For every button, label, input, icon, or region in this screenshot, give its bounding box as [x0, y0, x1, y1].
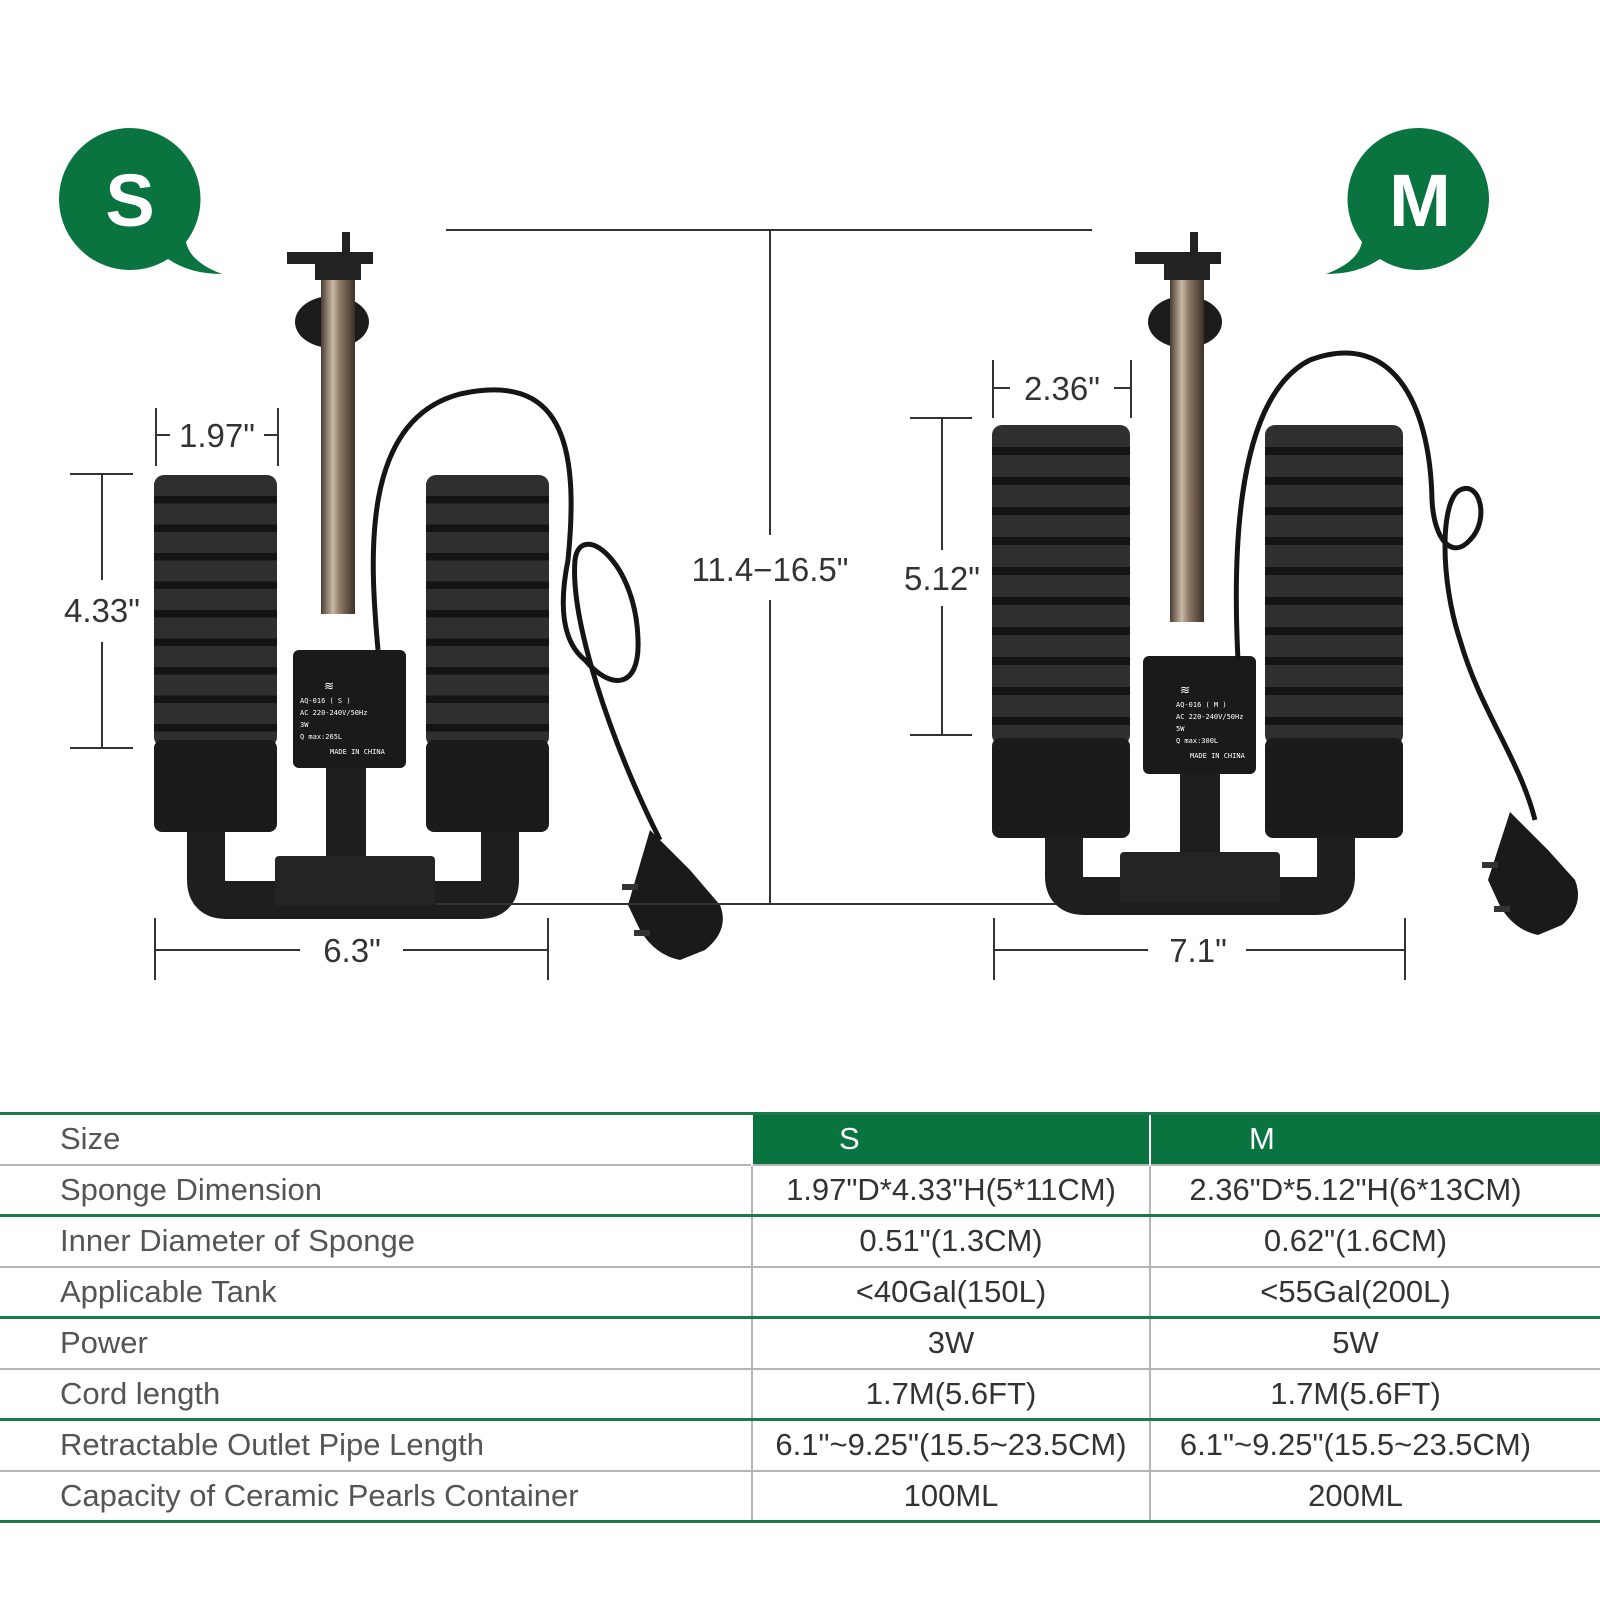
table-row: Inner Diameter of Sponge 0.51"(1.3CM) 0.… [0, 1215, 1600, 1267]
pump-qmax: Q max:265L [300, 733, 342, 741]
header-m: M [1149, 1113, 1600, 1165]
pump-model: AQ-016 ( M ) [1176, 701, 1227, 709]
row-m-value: <55Gal(200L) [1149, 1266, 1600, 1318]
sponge-base-left [992, 738, 1130, 838]
model-s-filter: ≋ AQ-016 ( S ) AC 220-240V/50Hz 3W Q max… [154, 232, 723, 960]
m-sponge-diameter-dimension [992, 360, 1132, 418]
sponge-right [426, 475, 549, 747]
pump-model: AQ-016 ( S ) [300, 697, 351, 705]
clip-bracket [1135, 252, 1221, 264]
row-label: Capacity of Ceramic Pearls Container [60, 1477, 579, 1513]
pump-logo-icon: ≋ [1180, 683, 1190, 697]
header-size: Size [60, 1121, 121, 1157]
sponge-base-right [426, 740, 549, 832]
spec-table: Size S M Sponge Dimension 1.97"D*4.33"H(… [0, 1112, 1600, 1523]
row-s-value: 0.51"(1.3CM) [751, 1215, 1150, 1267]
s-sponge-diameter-dimension [155, 408, 279, 466]
table-row: Cord length 1.7M(5.6FT) 1.7M(5.6FT) [0, 1368, 1600, 1420]
power-cord [370, 387, 663, 842]
row-m-value: 2.36"D*5.12"H(6*13CM) [1149, 1164, 1600, 1216]
row-s-value: 100ML [751, 1470, 1150, 1522]
power-cord [1233, 350, 1538, 821]
pump-label: ≋ AQ-016 ( M ) AC 220-240V/50Hz 5W Q max… [1176, 683, 1246, 760]
row-m-value: 1.7M(5.6FT) [1149, 1368, 1600, 1420]
s-width-label: 6.3" [323, 932, 381, 969]
sponge-left [154, 475, 277, 747]
table-row: Applicable Tank <40Gal(150L) <55Gal(200L… [0, 1266, 1600, 1318]
m-width-label: 7.1" [1169, 932, 1227, 969]
table-row: Power 3W 5W [0, 1317, 1600, 1369]
row-label: Inner Diameter of Sponge [60, 1223, 415, 1259]
table-row: Retractable Outlet Pipe Length 6.1"~9.25… [0, 1419, 1600, 1471]
pump-body [1143, 656, 1256, 774]
row-m-value: 200ML [1149, 1470, 1600, 1522]
model-m-filter: ≋ AQ-016 ( M ) AC 220-240V/50Hz 5W Q max… [992, 232, 1579, 935]
table-row: Capacity of Ceramic Pearls Container 100… [0, 1470, 1600, 1522]
pump-origin: MADE IN CHINA [330, 748, 386, 756]
outlet-tube [1170, 262, 1204, 622]
m-width-dimension [993, 918, 1406, 980]
plug-icon [622, 830, 723, 960]
row-s-value: <40Gal(150L) [751, 1266, 1150, 1318]
sponge-base-right [1265, 738, 1403, 838]
header-s: S [751, 1113, 1150, 1165]
s-sponge-height-dimension [70, 473, 133, 749]
pump-voltage: AC 220-240V/50Hz [1176, 713, 1243, 721]
m-sponge-height-dimension [910, 417, 972, 736]
sponge-left [992, 425, 1130, 745]
pump-power: 3W [300, 721, 309, 729]
model-s-letter: S [105, 159, 154, 242]
row-m-value: 5W [1149, 1317, 1600, 1369]
sponge-base-left [154, 740, 277, 832]
speech-bubble-icon [59, 128, 223, 274]
row-label: Retractable Outlet Pipe Length [60, 1427, 484, 1463]
pump-qmax: Q max:300L [1176, 737, 1218, 745]
pump-origin: MADE IN CHINA [1190, 752, 1246, 760]
model-m-badge: M [1326, 128, 1489, 274]
pump-body [293, 650, 406, 768]
row-label: Applicable Tank [60, 1273, 277, 1309]
pump-label: ≋ AQ-016 ( S ) AC 220-240V/50Hz 3W Q max… [300, 679, 386, 756]
sponge-right [1265, 425, 1403, 745]
row-m-value: 0.62"(1.6CM) [1149, 1215, 1600, 1267]
pump-logo-icon: ≋ [324, 679, 334, 693]
speech-bubble-icon [1326, 128, 1489, 274]
total-height-dimension [436, 229, 1102, 905]
table-header-row: Size S M [0, 1113, 1600, 1165]
row-s-value: 1.7M(5.6FT) [751, 1368, 1150, 1420]
s-sponge-diameter-label: 1.97" [179, 417, 255, 454]
s-width-dimension [154, 918, 549, 980]
row-s-value: 1.97"D*4.33"H(5*11CM) [751, 1164, 1150, 1216]
m-sponge-height-label: 5.12" [904, 560, 980, 597]
model-m-letter: M [1389, 159, 1451, 242]
pump-power: 5W [1176, 725, 1185, 733]
pump-voltage: AC 220-240V/50Hz [300, 709, 367, 717]
row-label: Cord length [60, 1375, 221, 1411]
plug-icon [1482, 812, 1579, 935]
total-height-label: 11.4−16.5" [692, 551, 849, 588]
row-label: Power [60, 1325, 148, 1361]
product-dimension-figure: S ≋ AQ-016 ( S ) AC 220-240V/50Hz 3W Q m… [59, 128, 1579, 980]
model-s-badge: S [59, 128, 223, 274]
row-label: Sponge Dimension [60, 1171, 322, 1207]
row-s-value: 3W [751, 1317, 1150, 1369]
row-s-value: 6.1"~9.25"(15.5~23.5CM) [751, 1419, 1150, 1471]
m-sponge-diameter-label: 2.36" [1024, 370, 1100, 407]
row-m-value: 6.1"~9.25"(15.5~23.5CM) [1149, 1419, 1600, 1471]
outlet-tube [321, 262, 355, 614]
clip-bracket [287, 252, 373, 264]
s-sponge-height-label: 4.33" [64, 592, 140, 629]
table-row: Sponge Dimension 1.97"D*4.33"H(5*11CM) 2… [0, 1164, 1600, 1216]
